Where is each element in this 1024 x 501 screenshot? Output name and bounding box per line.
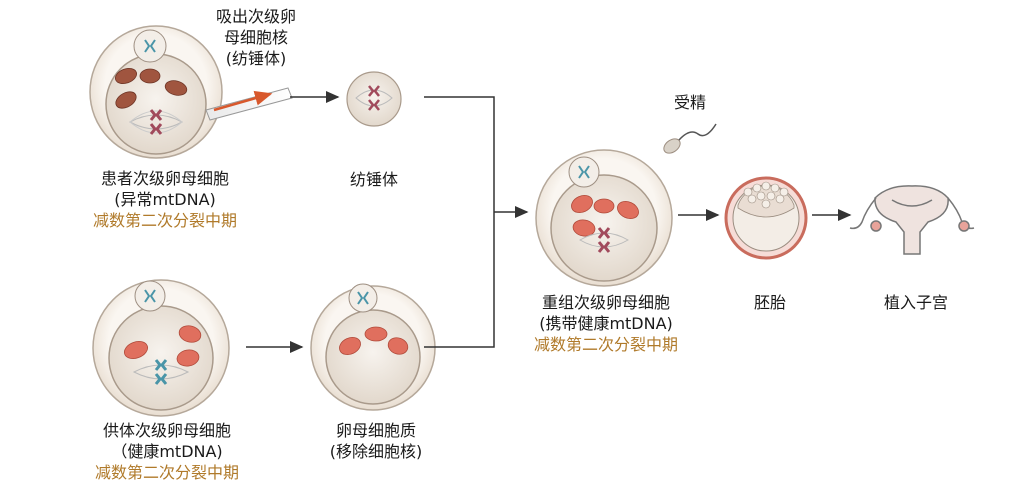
embryo-label: 胚胎 (753, 293, 786, 312)
spindle-label: 纺锤体 (349, 170, 398, 189)
flow-arrows (246, 91, 852, 353)
enucleated-cytoplast (310, 283, 436, 411)
patient-oocyte (89, 25, 293, 159)
spindle (128, 109, 184, 135)
aspirate-label: 吸出次级卵 母细胞核 (纺锤体) (215, 7, 296, 68)
fertilization-label: 受精 (673, 93, 706, 112)
donor-oocyte (92, 279, 230, 417)
isolated-spindle (346, 71, 402, 127)
sperm-icon (663, 123, 717, 154)
donor-oocyte-label: 供体次级卵母细胞 （健康mtDNA) 减数第二次分裂中期 (94, 421, 239, 482)
blastocyst (724, 176, 808, 260)
pipette (205, 87, 293, 121)
implantation-label: 植入子宫 (883, 293, 948, 312)
polar-body-chromosomes (144, 39, 156, 53)
abnormal-mitochondria (114, 68, 188, 109)
cytoplast-label: 卵母细胞质 (移除细胞核) (329, 421, 423, 461)
reconstructed-oocyte-label: 重组次级卵母细胞 (携带健康mtDNA) 减数第二次分裂中期 (533, 293, 678, 354)
reconstructed-oocyte (535, 149, 673, 287)
patient-oocyte-label: 患者次级卵母细胞 (异常mtDNA) 减数第二次分裂中期 (92, 169, 237, 230)
healthy-mitochondria (123, 325, 202, 367)
uterus-icon (849, 185, 975, 255)
